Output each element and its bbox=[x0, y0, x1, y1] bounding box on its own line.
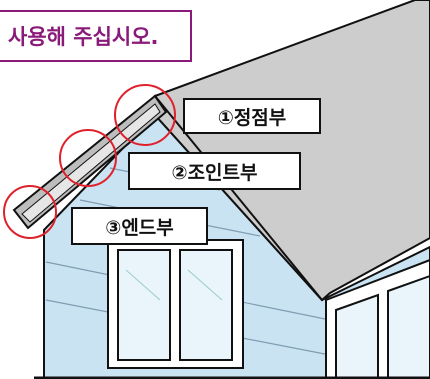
end-label: ③엔드부 bbox=[71, 207, 208, 245]
peak-label-text: ①정점부 bbox=[217, 106, 287, 129]
joint-label-text: ②조인트부 bbox=[171, 161, 258, 184]
end-label-text: ③엔드부 bbox=[105, 216, 174, 239]
roof bbox=[154, 0, 430, 302]
end-highlight-circle bbox=[3, 185, 57, 239]
window-left bbox=[107, 239, 244, 369]
peak-label: ①정점부 bbox=[183, 98, 321, 134]
joint-highlight-circle bbox=[59, 129, 117, 187]
peak-highlight-circle bbox=[114, 84, 176, 146]
joint-label: ②조인트부 bbox=[128, 152, 301, 190]
window-right bbox=[325, 258, 430, 379]
instruction-banner-text: 사용해 주십시오. bbox=[8, 25, 159, 49]
instruction-banner: 사용해 주십시오. bbox=[0, 10, 192, 62]
